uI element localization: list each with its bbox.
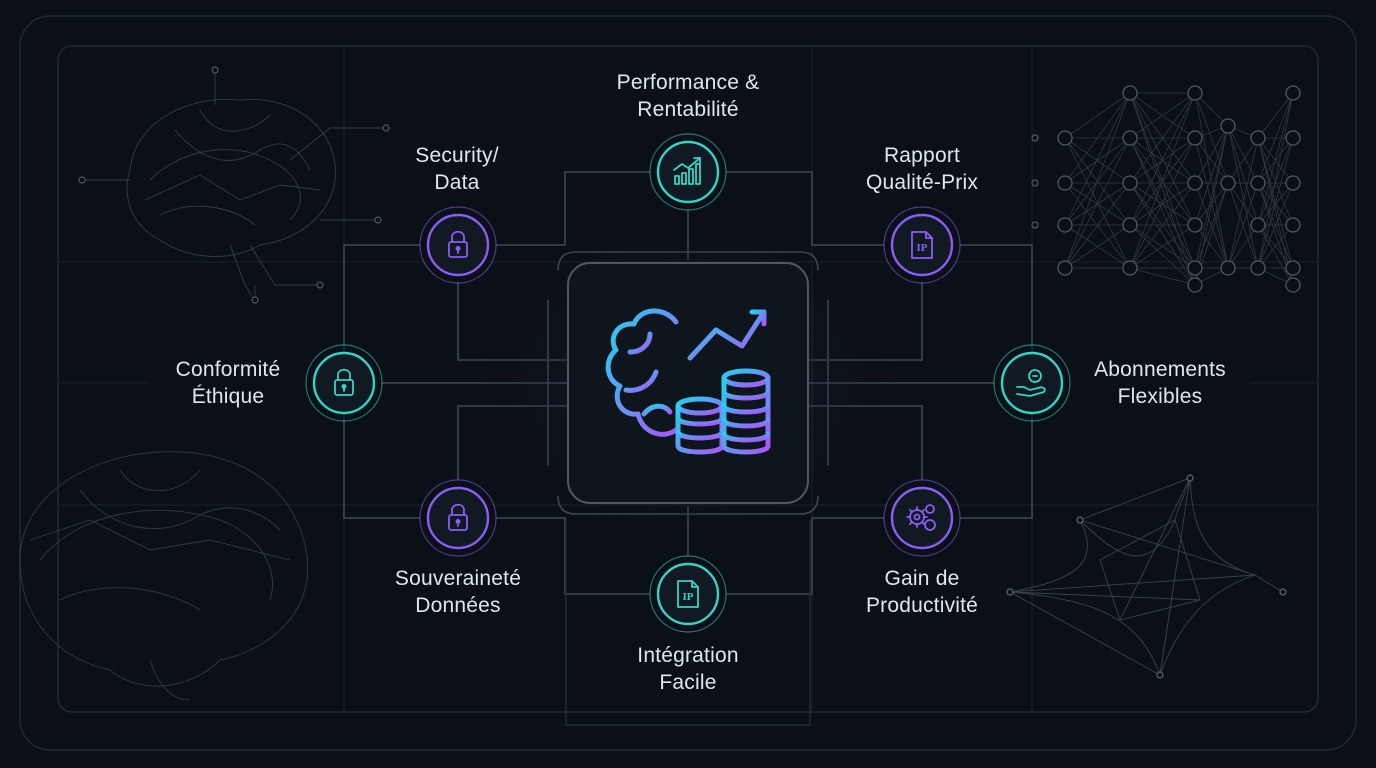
label-integration-line-1: Intégration	[637, 644, 739, 667]
outer-frame	[19, 15, 1357, 751]
network-node	[1057, 217, 1073, 233]
bar-chart-growth-icon	[673, 157, 701, 185]
wireframe-brain-top-left	[82, 70, 386, 301]
label-abonnements: Abonnements Flexibles	[1070, 356, 1250, 410]
network-input-node	[1031, 179, 1039, 187]
star-mesh-nodes	[1006, 474, 1287, 679]
network-node	[1122, 130, 1138, 146]
ip-document-icon: IP	[677, 580, 699, 608]
network-node	[1250, 175, 1266, 191]
label-gain-line-2: Productivité	[865, 594, 979, 617]
node-gain	[883, 479, 961, 557]
network-node	[1285, 175, 1301, 191]
network-node	[1187, 130, 1203, 146]
ip-document-icon: IP	[911, 231, 933, 259]
network-node	[1122, 260, 1138, 276]
network-node	[1187, 175, 1203, 191]
network-node	[1187, 260, 1203, 276]
network-node	[1057, 175, 1073, 191]
label-souverainete-line-1: Souveraineté	[394, 567, 522, 590]
padlock-icon	[334, 368, 354, 396]
network-node	[1285, 130, 1301, 146]
network-input-node	[1031, 134, 1039, 142]
label-abonnements-line-2: Flexibles	[1117, 385, 1203, 408]
network-node	[1122, 217, 1138, 233]
network-node	[1122, 85, 1138, 101]
label-conformite-line-1: Conformité	[175, 358, 281, 381]
label-gain-line-1: Gain de	[884, 567, 960, 590]
brain-chart-coins-icon	[605, 308, 771, 455]
label-gain: Gain de Productivité	[832, 565, 1012, 619]
network-node	[1187, 217, 1203, 233]
center-hub-box	[567, 262, 809, 504]
network-node	[1220, 260, 1236, 276]
network-node	[1057, 130, 1073, 146]
label-security-line-1: Security/	[415, 144, 499, 167]
network-node	[1057, 260, 1073, 276]
node-integration: IP	[649, 555, 727, 633]
label-souverainete-line-2: Données	[415, 594, 501, 617]
neural-network-nodes	[1031, 85, 1301, 293]
network-node	[1187, 85, 1203, 101]
node-souverainete	[419, 479, 497, 557]
label-abonnements-line-1: Abonnements	[1094, 358, 1226, 381]
gears-icon	[906, 504, 936, 531]
label-performance: Performance & Rentabilité	[588, 69, 788, 123]
network-node	[1285, 217, 1301, 233]
wireframe-star-mesh	[1008, 477, 1284, 677]
node-abonnements	[993, 344, 1071, 422]
network-node	[1285, 277, 1301, 293]
node-security	[419, 206, 497, 284]
label-rapport-line-2: Qualité-Prix	[865, 171, 979, 194]
label-performance-line-2: Rentabilité	[637, 98, 739, 121]
label-integration: Intégration Facile	[598, 642, 778, 696]
padlock-icon	[448, 503, 468, 531]
label-conformite: Conformité Éthique	[148, 356, 308, 410]
brain-nodes-top-left	[78, 66, 390, 304]
node-circles: IP IP	[305, 133, 1071, 633]
network-input-node	[1031, 221, 1039, 229]
network-node	[1187, 277, 1203, 293]
neural-network-decoration	[1064, 92, 1294, 286]
network-node	[1285, 260, 1301, 276]
network-node	[1285, 85, 1301, 101]
label-rapport: Rapport Qualité-Prix	[822, 142, 1022, 196]
svg-text:IP: IP	[917, 242, 928, 254]
network-node	[1220, 175, 1236, 191]
label-security-line-2: Data	[434, 171, 480, 194]
network-node	[1250, 260, 1266, 276]
network-node	[1220, 118, 1236, 134]
network-node	[1122, 175, 1138, 191]
hand-coin-icon	[1016, 369, 1046, 397]
wireframe-brain-bottom-left	[19, 451, 309, 701]
label-rapport-line-1: Rapport	[883, 144, 961, 167]
label-performance-line-1: Performance &	[616, 71, 760, 94]
network-node	[1250, 130, 1266, 146]
node-performance	[649, 133, 727, 211]
network-node	[1250, 217, 1266, 233]
label-conformite-line-2: Éthique	[191, 385, 265, 408]
node-rapport: IP	[883, 206, 961, 284]
label-security: Security/ Data	[367, 142, 547, 196]
label-souverainete: Souveraineté Données	[368, 565, 548, 619]
node-conformite	[305, 344, 383, 422]
svg-text:IP: IP	[683, 591, 694, 603]
label-integration-line-2: Facile	[659, 671, 717, 694]
padlock-icon	[448, 230, 468, 258]
